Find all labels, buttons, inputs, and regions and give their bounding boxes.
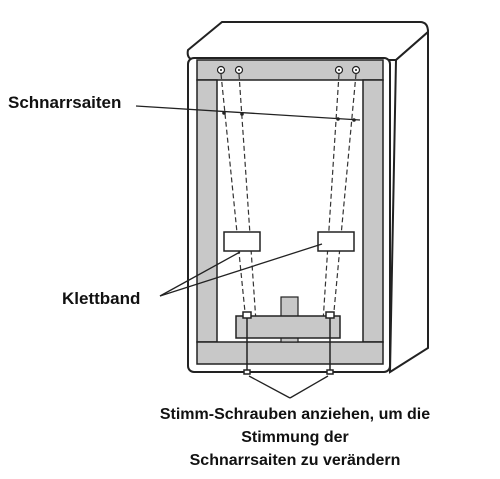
caption-line-3: Schnarrsaiten zu verändern [189,452,401,469]
velcro-label: Klettband [62,289,141,308]
screw-head-icon [326,369,334,375]
screw-dots [220,69,357,71]
tuning-caption: Stimm-Schrauben anziehen, um die Stimmun… [150,403,440,472]
screw-head-icon [243,369,251,375]
caption-line-2: Stimmung der [241,429,349,446]
pointer-lines [135,105,361,399]
screw-head-icon [325,311,335,319]
cajon-top-face [186,21,430,61]
caption-line-1: Stimm-Schrauben anziehen, um die [159,406,431,423]
velcro-pad-right [317,231,355,252]
tuning-screws [242,311,335,375]
velcro-pad-left [223,231,261,252]
pointer-velcro-left [159,251,241,297]
frame-right [362,79,384,343]
tension-bar [235,315,341,339]
cajon-front-face [187,57,391,373]
frame-bottom [196,341,384,365]
snares-label: Schnarrsaiten [8,93,122,112]
frame-top [196,59,384,81]
screw-head-icon [242,311,252,319]
frame-left [196,79,218,343]
pointer-screw-right [289,375,329,399]
pointer-snares [135,105,361,121]
pointer-screw-left [248,375,291,399]
pointer-velcro-right [159,243,323,297]
cajon-side-face [388,29,429,374]
